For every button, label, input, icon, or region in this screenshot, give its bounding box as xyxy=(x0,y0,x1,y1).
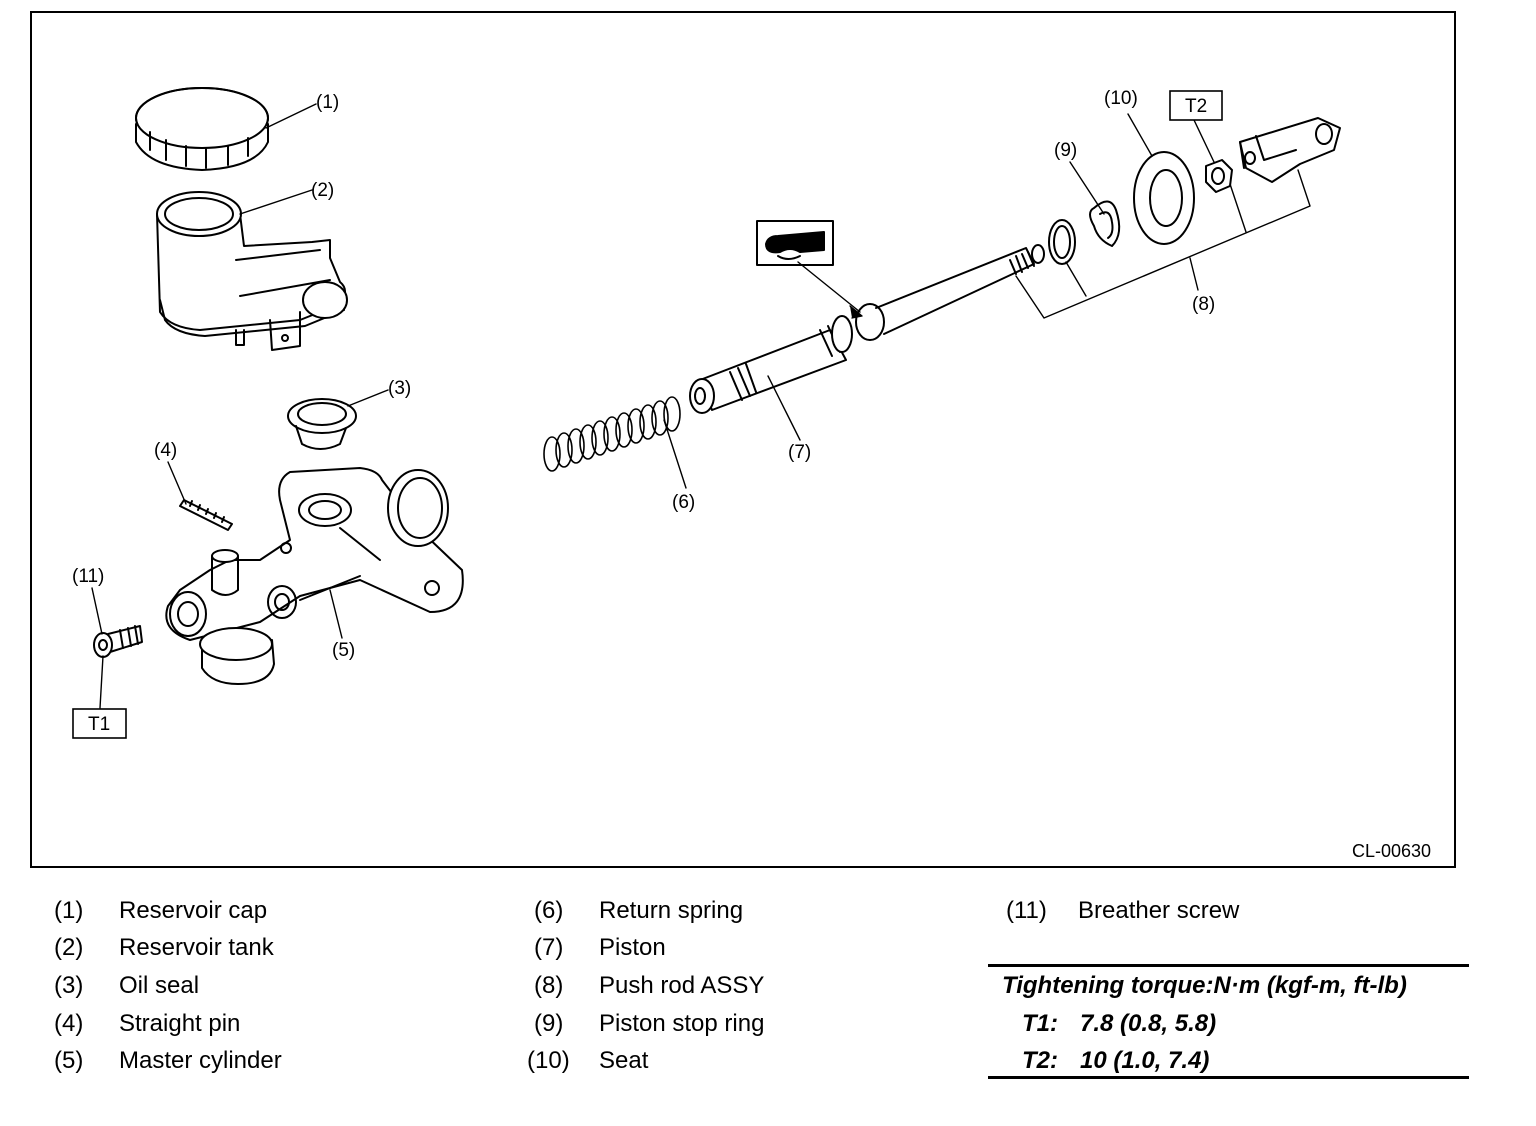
legend-name: Push rod ASSY xyxy=(599,972,765,999)
torque-row-value: 7.8 (0.8, 5.8) xyxy=(1080,1010,1217,1037)
torque-table-top-rule xyxy=(988,964,1469,967)
return-spring xyxy=(543,396,681,472)
legend-name: Breather screw xyxy=(1078,897,1240,924)
torque-box-t2-label: T2 xyxy=(1185,96,1207,117)
figure-code: CL-00630 xyxy=(1352,841,1431,861)
legend-name: Master cylinder xyxy=(119,1047,282,1074)
straight-pin xyxy=(179,499,233,531)
legend-name: Piston stop ring xyxy=(599,1010,765,1037)
legend-num: (8) xyxy=(534,972,564,999)
master-cylinder xyxy=(165,467,464,685)
oil-seal xyxy=(287,398,357,450)
callout-6: (6) xyxy=(672,492,695,513)
legend-num: (6) xyxy=(534,897,564,924)
legend-num: (5) xyxy=(54,1047,84,1074)
breather-screw xyxy=(93,625,143,658)
legend-num: (2) xyxy=(54,934,84,961)
torque-row-key: T1: xyxy=(1022,1010,1058,1037)
push-rod xyxy=(855,244,1045,341)
torque-table-bottom-rule xyxy=(988,1076,1469,1079)
lock-nut xyxy=(1205,159,1233,193)
callout-1: (1) xyxy=(316,92,339,113)
torque-table-header: Tightening torque:N·m (kgf-m, ft-lb) xyxy=(1002,972,1407,999)
torque-row-key: T2: xyxy=(1022,1047,1058,1074)
diagram-frame xyxy=(30,11,1456,868)
torque-box-t2: T2 xyxy=(1169,90,1223,121)
legend-num: (9) xyxy=(534,1010,564,1037)
callout-7: (7) xyxy=(788,442,811,463)
legend-num: (7) xyxy=(534,934,564,961)
callout-3: (3) xyxy=(388,378,411,399)
legend-name: Piston xyxy=(599,934,666,961)
callout-11: (11) xyxy=(72,566,104,587)
seat xyxy=(1133,151,1195,245)
piston-stop-ring xyxy=(1089,200,1121,247)
reservoir-cap xyxy=(135,87,269,171)
clevis xyxy=(1239,117,1341,183)
legend-num: (10) xyxy=(527,1047,570,1074)
legend-name: Oil seal xyxy=(119,972,200,999)
leader-lines xyxy=(91,103,1311,709)
legend-name: Reservoir cap xyxy=(119,897,268,924)
legend-num: (1) xyxy=(54,897,84,924)
callout-10: (10) xyxy=(1104,88,1138,109)
torque-box-t1-label: T1 xyxy=(88,714,110,735)
callout-9: (9) xyxy=(1054,140,1077,161)
legend-name: Reservoir tank xyxy=(119,934,274,961)
torque-box-t1: T1 xyxy=(72,708,127,739)
legend-name: Straight pin xyxy=(119,1010,241,1037)
callout-5: (5) xyxy=(332,640,355,661)
torque-row-value: 10 (1.0, 7.4) xyxy=(1080,1047,1210,1074)
legend-num: (4) xyxy=(54,1010,84,1037)
grease-symbol xyxy=(756,220,834,266)
callout-2: (2) xyxy=(311,180,334,201)
legend-name: Return spring xyxy=(599,897,744,924)
legend-name: Seat xyxy=(599,1047,649,1074)
legend-num: (11) xyxy=(1006,897,1047,924)
callout-4: (4) xyxy=(154,440,177,461)
piston xyxy=(689,315,853,414)
reservoir-tank xyxy=(156,191,348,351)
legend-num: (3) xyxy=(54,972,84,999)
callout-8: (8) xyxy=(1192,294,1215,315)
